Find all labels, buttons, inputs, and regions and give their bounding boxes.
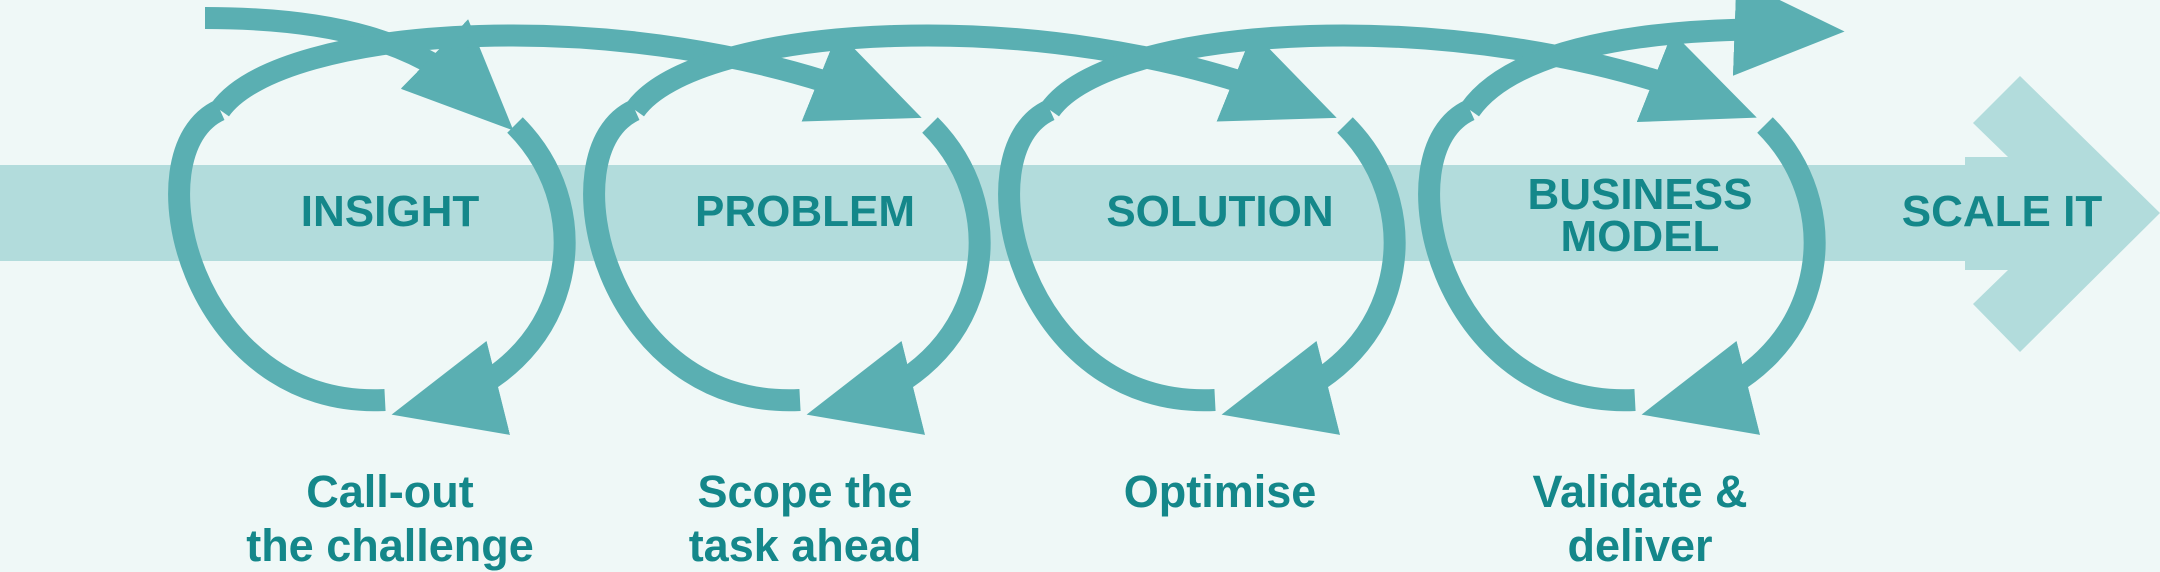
loop-return-arrow: [806, 117, 991, 435]
stage-label-problem: PROBLEM: [695, 187, 915, 236]
description-line: deliver: [1567, 520, 1713, 571]
loop-left-arc: [583, 99, 801, 412]
scale-it-arrow: [1965, 76, 2160, 352]
stage-description-solution: Optimise: [1040, 465, 1400, 519]
loop-left-arc: [1418, 99, 1636, 412]
connector-arc-arrow: [626, 24, 1337, 122]
stage-label-insight: INSIGHT: [301, 187, 480, 236]
description-line: Validate &: [1532, 466, 1748, 517]
stage-label-line: PROBLEM: [695, 187, 915, 236]
stage-label-line: MODEL: [1561, 212, 1720, 261]
progress-band: [0, 165, 1990, 261]
exit-arc-arrow: [1461, 0, 1845, 117]
loop-left-arc: [998, 99, 1216, 412]
connector-arc-arrow: [211, 24, 922, 122]
stage-description-business-model: Validate &deliver: [1460, 465, 1820, 572]
scale-it-label: SCALE IT: [1902, 187, 2103, 236]
description-line: task ahead: [688, 520, 922, 571]
loop-left-arc: [168, 99, 386, 412]
loop-return-arrow: [1641, 117, 1826, 435]
stage-label-line: SOLUTION: [1106, 187, 1333, 236]
description-line: Optimise: [1123, 466, 1317, 517]
connector-arc-arrow: [1041, 24, 1757, 123]
stage-label-solution: SOLUTION: [1106, 187, 1333, 236]
loop-return-arrow: [391, 117, 576, 435]
stage-label-line: BUSINESS: [1528, 170, 1753, 219]
loop-return-arrow: [1221, 117, 1406, 435]
stage-label-line: INSIGHT: [301, 187, 480, 236]
description-line: Scope the: [697, 466, 913, 517]
description-line: the challenge: [246, 520, 534, 571]
description-line: Call-out: [306, 466, 474, 517]
